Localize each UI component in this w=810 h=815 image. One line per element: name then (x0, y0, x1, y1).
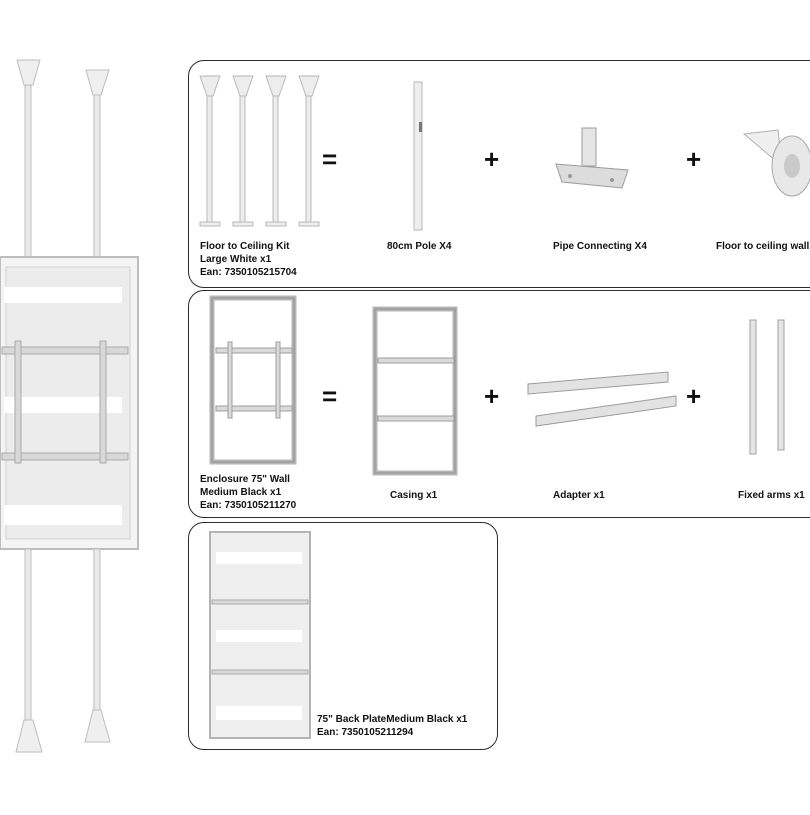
enclosure-image (209, 295, 297, 465)
kit2-name-line2: Medium Black x1 (200, 487, 282, 498)
kit1-part-3: Floor to ceiling wall plate (716, 241, 810, 252)
equals-sign: = (322, 381, 338, 411)
kit1-name-line1: Floor to Ceiling Kit (200, 241, 290, 252)
plus-sign: + (686, 381, 702, 411)
wall-plate-image (742, 129, 810, 197)
kit1-part-1: 80cm Pole X4 (387, 241, 452, 252)
kit3-ean: Ean: 7350105211294 (317, 727, 414, 738)
pole-80cm-image (413, 81, 423, 231)
floor-to-ceiling-kit-image (199, 75, 320, 227)
plus-sign: + (484, 381, 500, 411)
kit2-part-3: Fixed arms x1 (738, 490, 805, 501)
pipe-connecting-image (555, 127, 629, 189)
plus-sign: + (686, 144, 702, 174)
kit1-name-line2: Large White x1 (200, 254, 272, 265)
kit2-ean: Ean: 7350105211270 (200, 500, 297, 511)
adapter-image (527, 371, 677, 427)
kit3-name: 75" Back PlateMedium Black x1 (317, 714, 468, 725)
kit-floor-to-ceiling-panel (188, 60, 810, 288)
kit1-ean: Ean: 7350105215704 (200, 267, 297, 278)
assembled-display-stand (0, 59, 139, 753)
casing-image (372, 306, 458, 476)
equals-sign: = (322, 144, 338, 174)
fixed-arms-image (749, 319, 785, 455)
kit2-part-1: Casing x1 (390, 490, 438, 501)
kit1-part-2: Pipe Connecting X4 (553, 241, 647, 252)
plus-sign: + (484, 144, 500, 174)
kit2-part-2: Adapter x1 (553, 490, 605, 501)
back-plate-image (209, 531, 311, 739)
kit2-name-line1: Enclosure 75" Wall (200, 474, 290, 485)
